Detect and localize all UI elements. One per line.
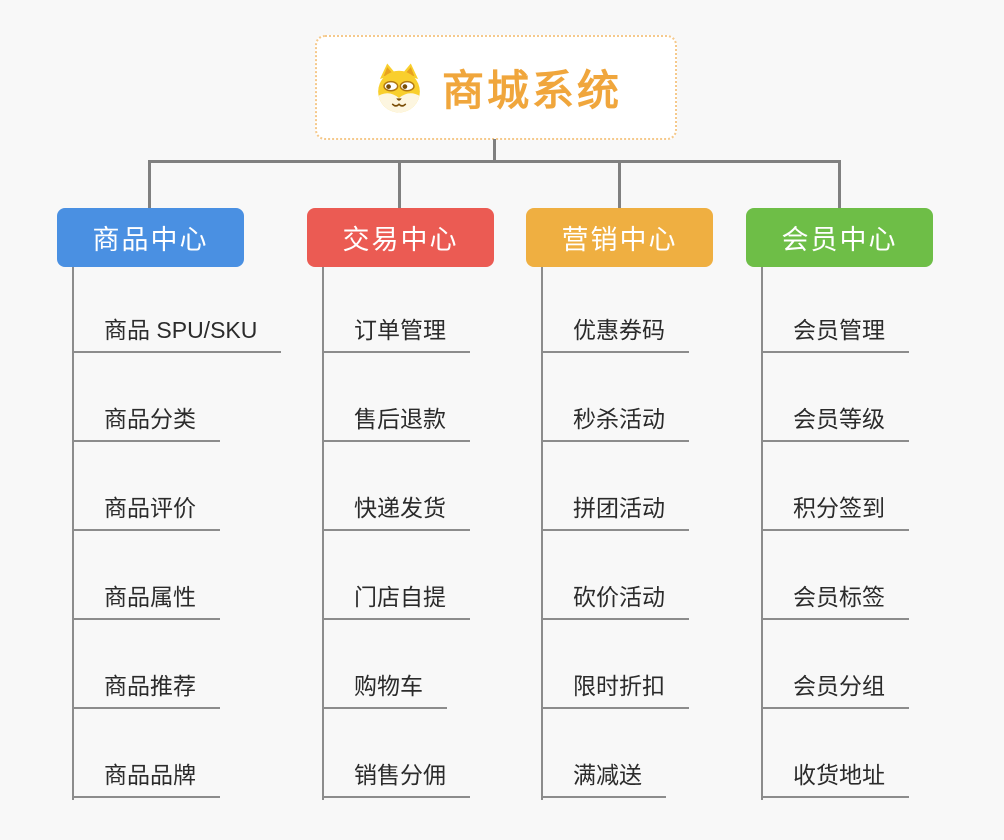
connector-root-drop xyxy=(493,139,496,163)
leaf-node[interactable]: 会员等级 xyxy=(761,403,909,442)
branch-node-marketing-center[interactable]: 营销中心 xyxy=(526,208,713,267)
leaf-node[interactable]: 商品品牌 xyxy=(72,759,220,798)
branch-column-member-center: 会员中心 会员管理 会员等级 积分签到 会员标签 会员分组 收货地址 xyxy=(746,208,996,808)
connector-drop-trade xyxy=(398,160,401,208)
leaf-node[interactable]: 满减送 xyxy=(541,759,666,798)
leaf-node[interactable]: 优惠券码 xyxy=(541,314,689,353)
leaf-node[interactable]: 商品属性 xyxy=(72,581,220,620)
leaf-node[interactable]: 收货地址 xyxy=(761,759,909,798)
leaf-node[interactable]: 门店自提 xyxy=(322,581,470,620)
connector-drop-member xyxy=(838,160,841,208)
leaf-node[interactable]: 限时折扣 xyxy=(541,670,689,709)
dog-face-icon xyxy=(378,63,420,112)
branch-node-product-center[interactable]: 商品中心 xyxy=(57,208,244,267)
branch-trunk-line xyxy=(322,267,324,800)
branch-node-trade-center[interactable]: 交易中心 xyxy=(307,208,494,267)
branch-column-product-center: 商品中心 商品 SPU/SKU 商品分类 商品评价 商品属性 商品推荐 商品品牌 xyxy=(57,208,307,808)
branch-trunk-line xyxy=(72,267,74,800)
leaf-node[interactable]: 快递发货 xyxy=(322,492,470,531)
leaf-node[interactable]: 商品评价 xyxy=(72,492,220,531)
connector-drop-marketing xyxy=(618,160,621,208)
leaf-node[interactable]: 销售分佣 xyxy=(322,759,470,798)
leaf-node[interactable]: 商品推荐 xyxy=(72,670,220,709)
leaf-node[interactable]: 订单管理 xyxy=(322,314,470,353)
leaf-node[interactable]: 购物车 xyxy=(322,670,447,709)
branch-column-trade-center: 交易中心 订单管理 售后退款 快递发货 门店自提 购物车 销售分佣 xyxy=(307,208,557,808)
leaf-node[interactable]: 售后退款 xyxy=(322,403,470,442)
branch-trunk-line xyxy=(761,267,763,800)
branch-column-marketing-center: 营销中心 优惠券码 秒杀活动 拼团活动 砍价活动 限时折扣 满减送 xyxy=(526,208,776,808)
leaf-node[interactable]: 商品分类 xyxy=(72,403,220,442)
connector-drop-product xyxy=(148,160,151,208)
connector-bus-line xyxy=(148,160,841,163)
branch-node-member-center[interactable]: 会员中心 xyxy=(746,208,933,267)
leaf-node[interactable]: 商品 SPU/SKU xyxy=(72,314,282,353)
branch-trunk-line xyxy=(541,267,543,800)
leaf-node[interactable]: 秒杀活动 xyxy=(541,403,689,442)
root-node-label: 商城系统 xyxy=(441,67,622,114)
leaf-node[interactable]: 积分签到 xyxy=(761,492,909,531)
root-node-mall-system[interactable]: 商城系统 xyxy=(315,35,677,140)
leaf-node[interactable]: 会员标签 xyxy=(761,581,909,620)
leaf-node[interactable]: 拼团活动 xyxy=(541,492,689,531)
leaf-node[interactable]: 会员管理 xyxy=(761,314,909,353)
leaf-node[interactable]: 会员分组 xyxy=(761,670,909,709)
leaf-node[interactable]: 砍价活动 xyxy=(541,581,689,620)
